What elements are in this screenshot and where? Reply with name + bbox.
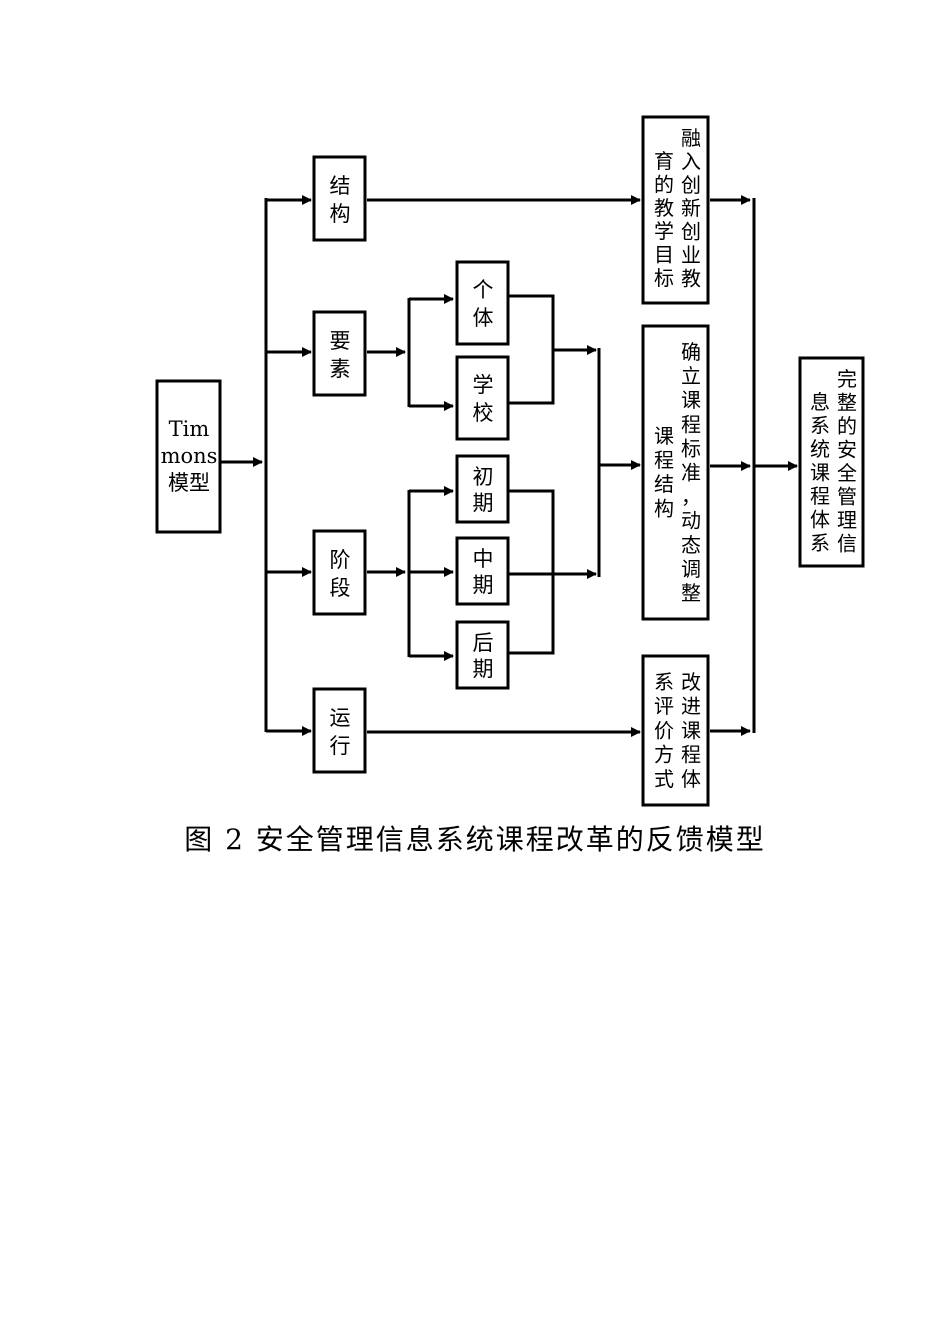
node-evaluation-column-1: 改进课程体 (681, 670, 701, 791)
node-xuexiao-char-2: 校 (473, 401, 494, 425)
node-evaluation: 改进课程体 系评价方式 (641, 654, 710, 807)
node-xuexiao: 学 校 (455, 355, 510, 441)
node-final-column-2: 息系统课程体系 (810, 390, 830, 555)
node-geti: 个 体 (455, 260, 510, 346)
node-jiegou-char-2: 构 (330, 202, 351, 226)
node-goal: 融入创新创业教 育的教学目标 (641, 115, 710, 305)
node-jiegou-char-1: 结 (330, 174, 351, 198)
node-yaosu-char-1: 要 (330, 329, 351, 353)
node-final: 完整的安全管理信 息系统课程体系 (798, 356, 865, 568)
merge-line-yaosu (509, 294, 555, 405)
node-yunxing-char-1: 运 (330, 706, 351, 730)
node-timmons-line-1: Tim (169, 417, 210, 441)
node-yaosu-char-2: 素 (330, 357, 351, 381)
node-jieduan-char-1: 阶 (330, 548, 351, 572)
node-final-column-1: 完整的安全管理信 (837, 367, 857, 556)
node-geti-char-2: 体 (473, 306, 494, 330)
node-chuqi: 初 期 (455, 454, 510, 524)
node-chuqi-char-2: 期 (473, 491, 494, 515)
node-evaluation-column-2: 系评价方式 (654, 670, 674, 791)
connectors (221, 195, 798, 737)
node-houqi-char-2: 期 (473, 657, 494, 681)
node-timmons-line-3: 模型 (168, 471, 210, 495)
node-standard-column-1: 确立课程标准，动态调整 (681, 340, 701, 605)
node-xuexiao-char-1: 学 (473, 373, 494, 397)
node-yaosu: 要 素 (312, 310, 367, 397)
merge-line-jieduan (509, 489, 555, 655)
figure-caption: 图 2 安全管理信息系统课程改革的反馈模型 (184, 823, 766, 856)
node-goal-column-2: 育的教学目标 (654, 149, 674, 290)
node-jieduan-char-2: 段 (330, 576, 351, 600)
node-goal-column-1: 融入创新创业教 (681, 126, 701, 290)
node-houqi-char-1: 后 (473, 631, 494, 655)
node-timmons: Tim mons 模型 (155, 379, 222, 534)
node-zhongqi-char-1: 中 (473, 547, 494, 571)
node-chuqi-char-1: 初 (473, 465, 494, 489)
node-standard-column-2: 课程结构 (654, 424, 674, 520)
node-jiegou: 结 构 (312, 155, 367, 242)
node-zhongqi: 中 期 (455, 536, 510, 606)
node-yunxing-char-2: 行 (330, 734, 351, 758)
node-houqi: 后 期 (455, 620, 510, 690)
node-timmons-line-2: mons (161, 444, 218, 468)
node-standard: 确立课程标准，动态调整 课程结构 (641, 324, 710, 621)
node-jieduan: 阶 段 (312, 529, 367, 616)
node-geti-char-1: 个 (473, 278, 494, 302)
node-zhongqi-char-2: 期 (473, 573, 494, 597)
node-yunxing: 运 行 (312, 687, 367, 774)
